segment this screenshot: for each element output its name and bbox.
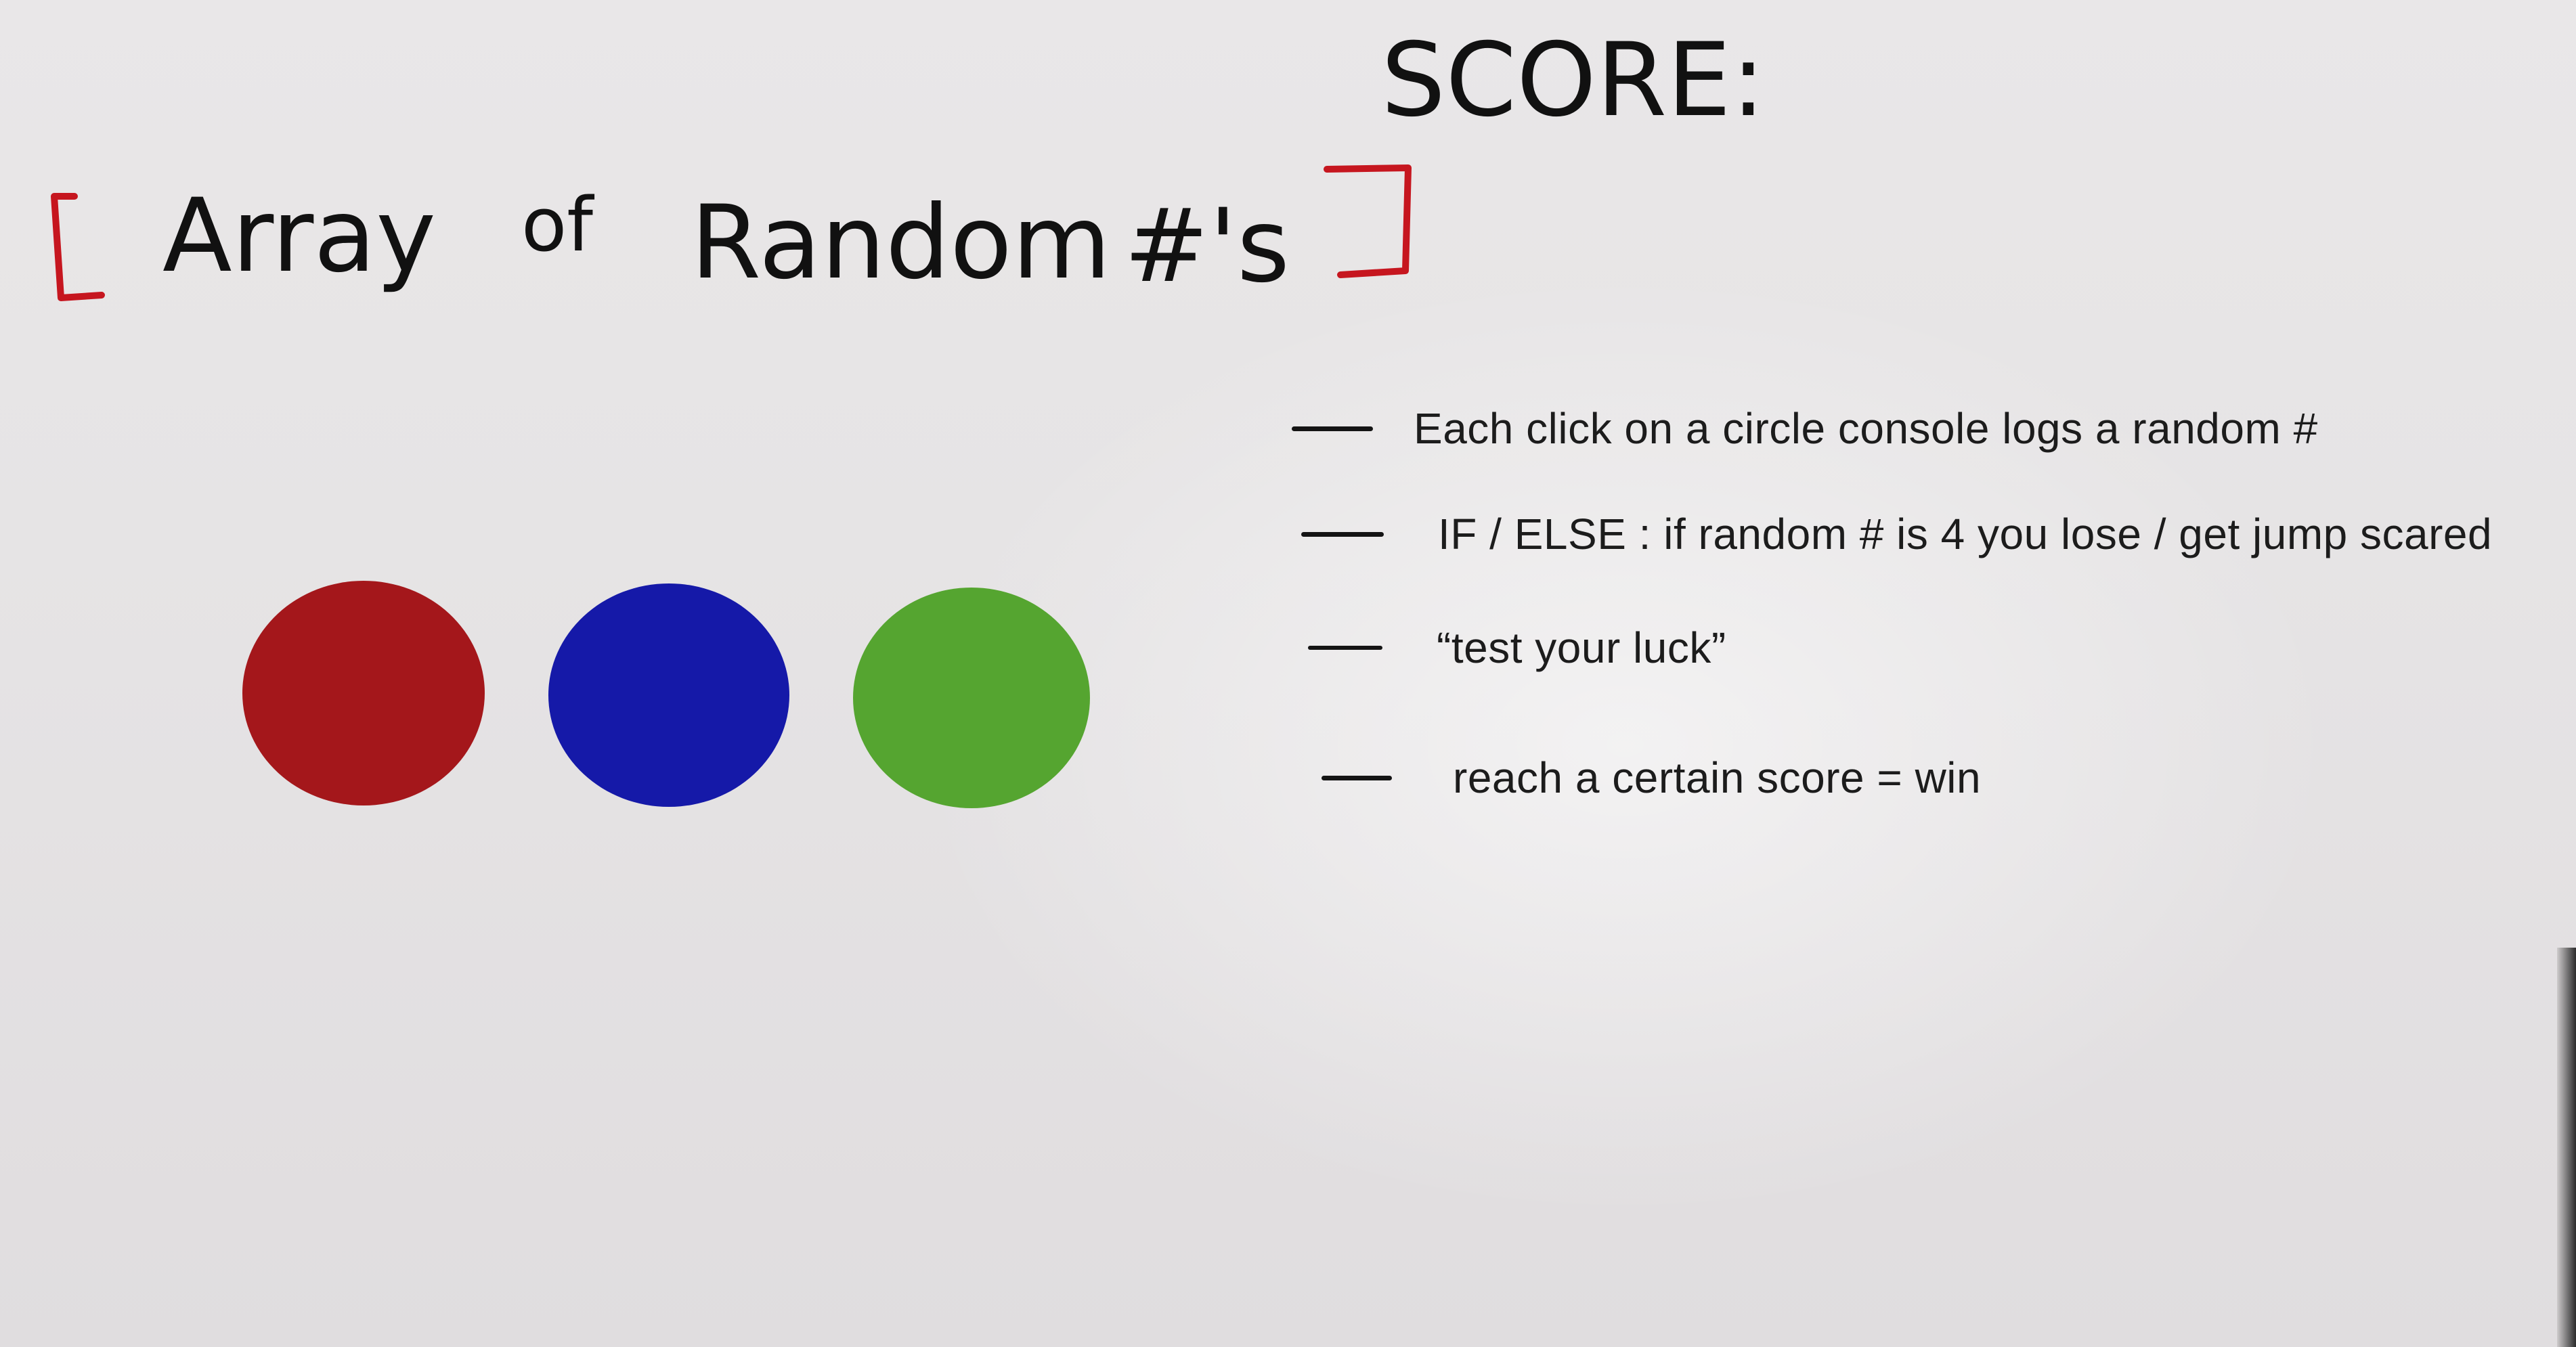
red-circle[interactable] [242, 581, 485, 805]
heading-word-array: Array [162, 177, 436, 295]
note-text: reach a certain score = win [1453, 753, 1982, 802]
score-label-text: SCORE: [1381, 22, 1766, 139]
heading-word-random: Random [691, 184, 1111, 302]
green-circle[interactable] [853, 588, 1090, 808]
blue-circle[interactable] [548, 583, 789, 807]
dash-icon [1301, 531, 1384, 537]
note-text: “test your luck” [1437, 623, 1726, 672]
monitor-bezel [2557, 948, 2576, 1347]
heading-word-of: of [521, 181, 594, 268]
note-item: Each click on a circle console logs a ra… [1292, 403, 2318, 454]
note-text: IF / ELSE : if random # is 4 you lose / … [1438, 510, 2493, 558]
dash-icon [1322, 775, 1392, 780]
note-item: reach a certain score = win [1322, 753, 1981, 803]
array-heading: Array of Random #'s [51, 164, 1412, 305]
score-label: SCORE: [1381, 22, 1766, 139]
note-text: Each click on a circle console logs a ra… [1414, 404, 2318, 453]
dash-icon [1308, 646, 1382, 650]
right-bracket-icon [1324, 164, 1412, 278]
note-item: IF / ELSE : if random # is 4 you lose / … [1301, 509, 2492, 559]
note-item: “test your luck” [1308, 623, 1726, 673]
dash-icon [1292, 426, 1373, 431]
heading-word-numbers: #'s [1124, 187, 1290, 305]
left-bracket-icon [51, 193, 105, 301]
